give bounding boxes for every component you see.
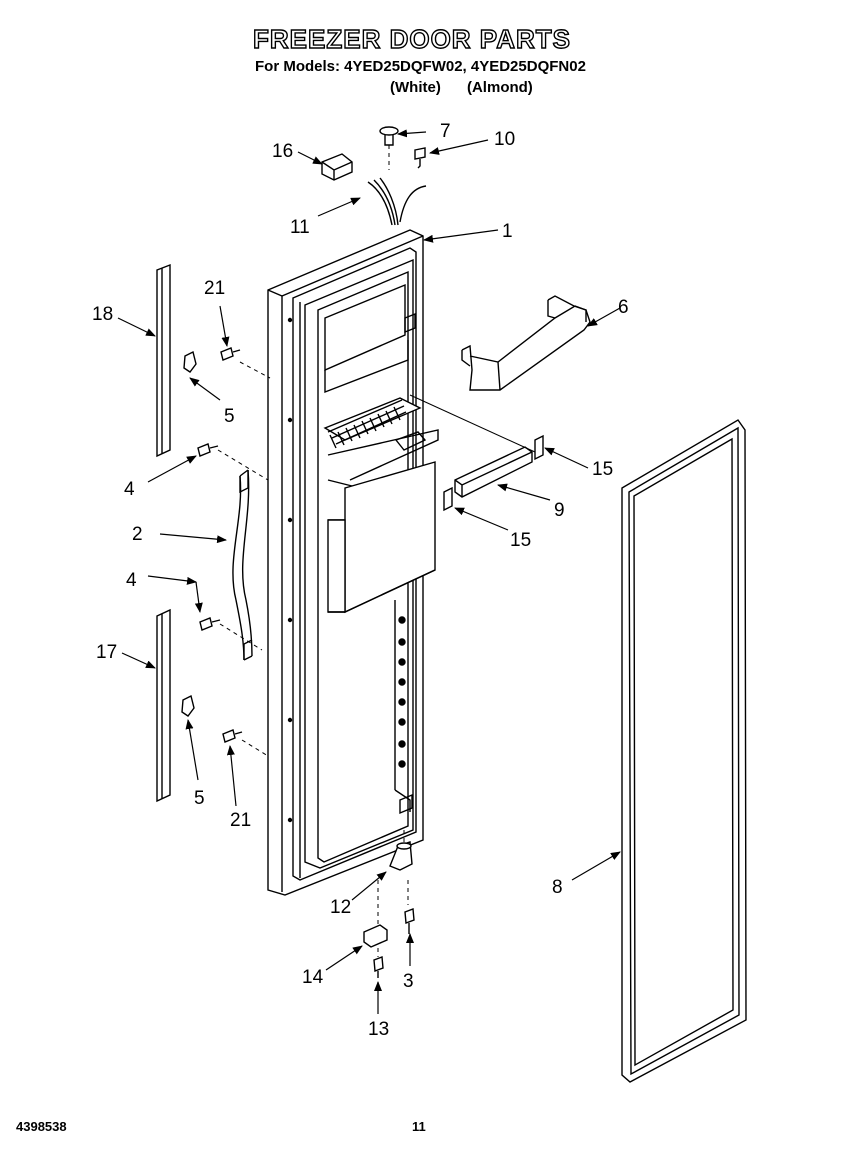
callout-21-lower: 21 [230,810,251,831]
callout-21-upper: 21 [204,278,225,299]
callout-4-upper: 4 [124,479,135,500]
model-numbers: For Models: 4YED25DQFW02, 4YED25DQFN02 [255,58,586,75]
callout-3: 3 [403,971,414,992]
callout-10: 10 [494,129,515,150]
screw-part-21-lower [222,729,243,743]
callout-18: 18 [92,304,113,325]
door-assembly [267,229,439,896]
hinge-plug [379,126,399,146]
upper-trim-strip [156,263,171,458]
callout-4-lower: 4 [126,570,137,591]
callout-2: 2 [132,524,143,545]
screw-part-21-upper [220,347,241,361]
trim-clip-upper [183,350,197,373]
callout-13: 13 [368,1019,389,1040]
page-number: 11 [412,1119,426,1134]
screw-part-10 [414,147,426,169]
callout-11: 11 [290,217,310,238]
color-variants: (White) (Almond) [390,79,533,96]
screw-part-4-lower [199,617,221,631]
callout-5-lower: 5 [194,788,205,809]
document-number: 4398538 [16,1119,67,1134]
callout-12: 12 [330,897,351,918]
callout-8: 8 [552,877,563,898]
callout-9: 9 [554,500,565,521]
callout-1: 1 [502,221,513,242]
callout-16: 16 [272,141,293,162]
lower-trim-strip [156,608,171,803]
page-title: FREEZER DOOR PARTS [252,23,571,54]
callout-15-upper: 15 [592,459,613,480]
dispenser-rail [443,434,544,512]
screw-part-4-upper [197,443,219,457]
bottom-hinge [389,841,413,871]
wire-harness [367,177,427,226]
callout-15-lower: 15 [510,530,531,551]
wire-connector [321,153,353,181]
hinge-bracket [363,924,388,948]
screw-part-3 [404,908,415,934]
door-gasket [621,419,747,1083]
callout-6: 6 [618,297,629,318]
callout-14: 14 [302,967,324,988]
trim-clip-lower [181,694,195,717]
door-bin [461,295,591,391]
door-handle [232,469,253,661]
screw-part-13 [373,956,384,978]
callout-17: 17 [96,642,117,663]
callout-7: 7 [440,121,451,142]
callout-5-upper: 5 [224,406,235,427]
